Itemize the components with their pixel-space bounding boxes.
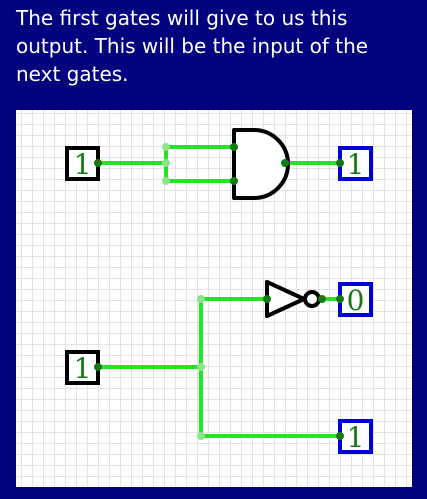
- circuit-canvas: 1 1: [16, 110, 412, 487]
- output-pin-not: 0: [338, 282, 373, 317]
- output-pin-direct-value: 1: [347, 421, 365, 454]
- and-gate: [232, 128, 290, 200]
- input-pin-top-value: 1: [74, 148, 92, 181]
- caption-line-1: The first gates will give to us this: [16, 6, 348, 30]
- input-pin-bottom[interactable]: 1: [65, 350, 100, 385]
- connection-nodes-bottom: [94, 295, 344, 440]
- connection-nodes-top: [94, 143, 344, 185]
- output-pin-top-value: 1: [347, 148, 365, 181]
- caption-line-3: next gates.: [16, 62, 129, 86]
- input-pin-bottom-value: 1: [74, 352, 92, 385]
- circuit-diagram: 1 1: [65, 128, 373, 454]
- wire-input-to-and: [96, 145, 236, 183]
- output-pin-not-value: 0: [347, 284, 365, 317]
- not-gate-bubble: [303, 290, 321, 308]
- output-pin-direct: 1: [338, 419, 373, 454]
- not-gate: [265, 280, 321, 318]
- wire-lower-network: [96, 297, 342, 438]
- input-pin-top[interactable]: 1: [65, 146, 100, 181]
- output-pin-top: 1: [338, 146, 373, 181]
- caption: The first gates will give to us this out…: [16, 4, 416, 88]
- caption-line-2: output. This will be the input of the: [16, 34, 369, 58]
